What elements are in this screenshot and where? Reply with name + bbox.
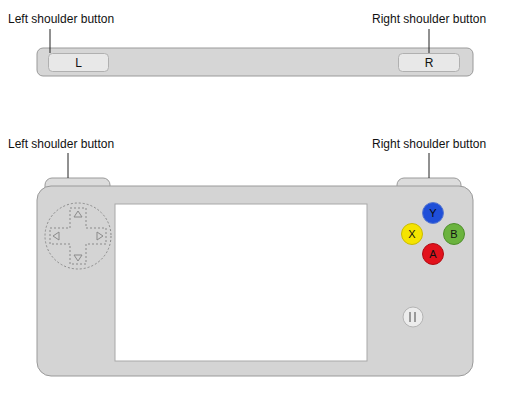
button-letter: Y — [429, 208, 436, 219]
face-button: Y — [422, 202, 444, 224]
face-button: X — [401, 223, 423, 245]
shoulder-button-r: R — [398, 53, 460, 72]
part-label: Right shoulder button — [372, 137, 486, 151]
button-letter: R — [425, 57, 434, 69]
face-button: B — [443, 223, 465, 245]
face-button: A — [422, 243, 444, 265]
part-label: Left shoulder button — [8, 12, 114, 26]
part-label: Left shoulder button — [8, 137, 114, 151]
shoulder-button-l: L — [48, 53, 109, 72]
button-letter: A — [429, 249, 436, 260]
button-letter: X — [408, 229, 415, 240]
button-letter: L — [75, 57, 82, 69]
button-letter: B — [450, 229, 457, 240]
part-label: Right shoulder button — [372, 12, 486, 26]
